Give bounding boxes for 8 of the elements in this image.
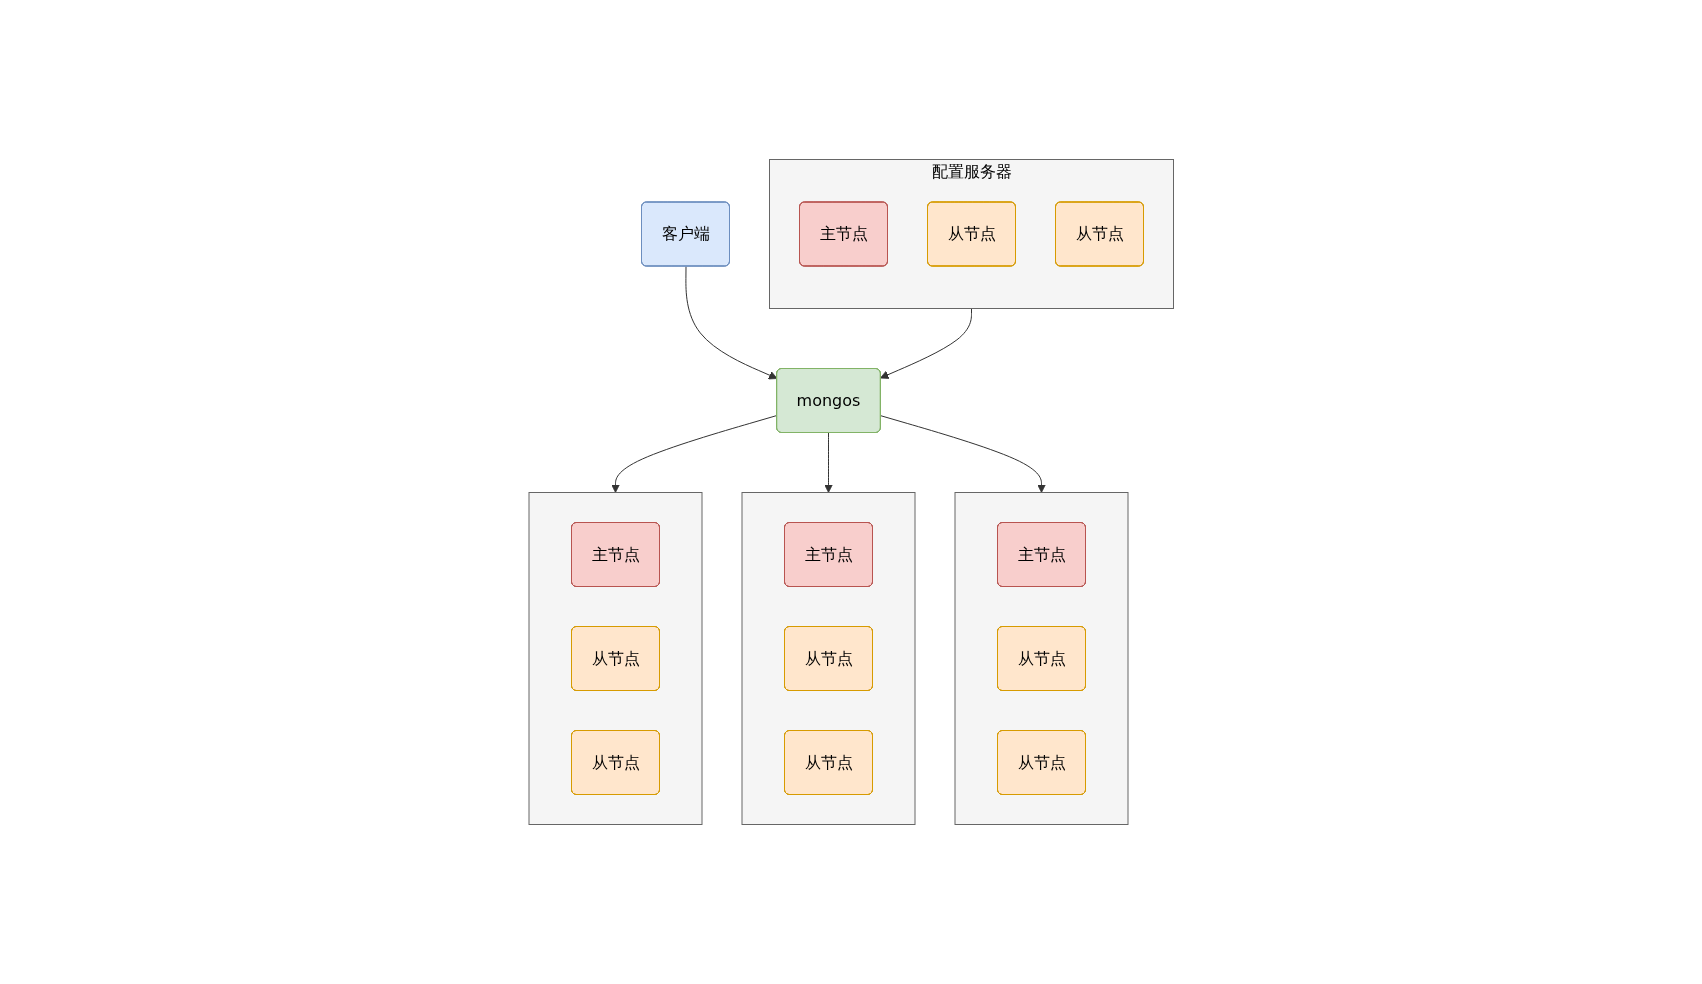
cluster bbox=[528, 492, 703, 825]
arrow bbox=[685, 266, 778, 380]
arrow bbox=[823, 432, 833, 493]
arrow bbox=[879, 415, 1046, 493]
cluster bbox=[741, 492, 916, 825]
cluster bbox=[954, 492, 1129, 825]
arrow bbox=[610, 415, 777, 493]
arrow bbox=[879, 308, 972, 379]
